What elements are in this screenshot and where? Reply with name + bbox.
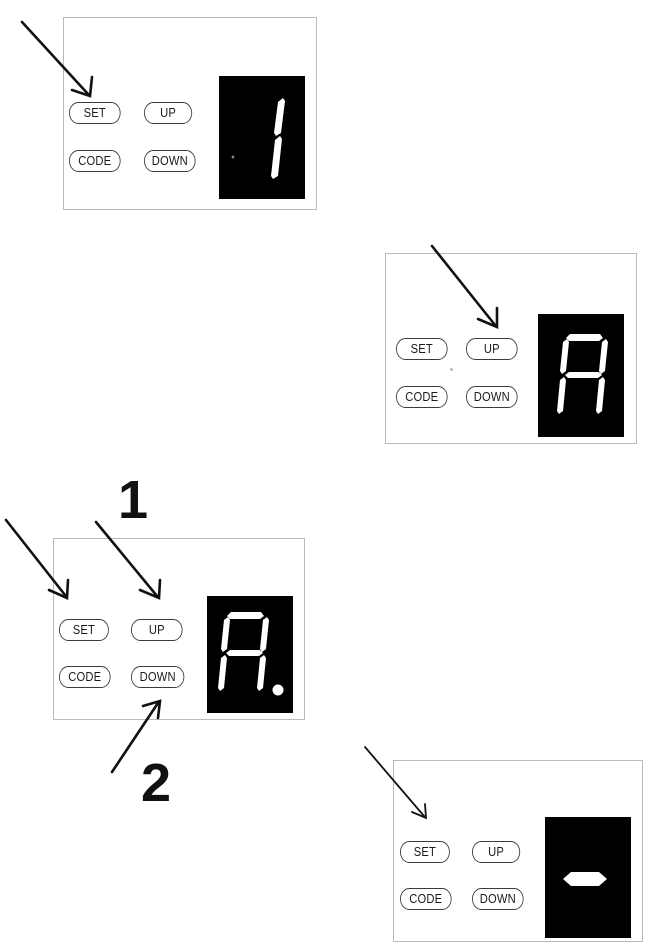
set-button[interactable]: SET	[396, 338, 448, 360]
up-button[interactable]: UP	[472, 841, 521, 863]
down-button[interactable]: DOWN	[144, 150, 196, 172]
display-letter-a-with-dot	[218, 612, 284, 696]
down-button[interactable]: DOWN	[131, 666, 185, 688]
indicator-dot	[450, 368, 453, 371]
set-button[interactable]: SET	[59, 619, 109, 641]
up-button[interactable]: UP	[144, 102, 193, 124]
control-panel-2: SET UP CODE DOWN	[385, 253, 637, 444]
seven-segment-display	[219, 76, 305, 199]
up-button[interactable]: UP	[466, 338, 518, 360]
set-button[interactable]: SET	[69, 102, 121, 124]
code-button[interactable]: CODE	[69, 150, 121, 172]
display-dash	[563, 872, 607, 886]
seven-segment-display	[545, 817, 631, 938]
step-number-1: 1	[118, 470, 149, 530]
down-button[interactable]: DOWN	[466, 386, 518, 408]
decimal-point	[272, 684, 284, 696]
seven-segment-display	[207, 596, 293, 713]
code-button[interactable]: CODE	[59, 666, 111, 688]
control-panel-4: SET UP CODE DOWN	[393, 760, 643, 942]
down-button[interactable]: DOWN	[472, 888, 524, 910]
set-button[interactable]: SET	[400, 841, 450, 863]
display-letter-a	[557, 334, 608, 414]
code-button[interactable]: CODE	[400, 888, 452, 910]
display-digit-one	[231, 98, 285, 179]
control-panel-1: SET UP CODE DOWN	[63, 17, 317, 210]
code-button[interactable]: CODE	[396, 386, 448, 408]
seven-segment-display	[538, 314, 624, 437]
step-number-2: 2	[141, 753, 172, 813]
up-button[interactable]: UP	[131, 619, 183, 641]
control-panel-3: SET UP CODE DOWN	[53, 538, 305, 720]
